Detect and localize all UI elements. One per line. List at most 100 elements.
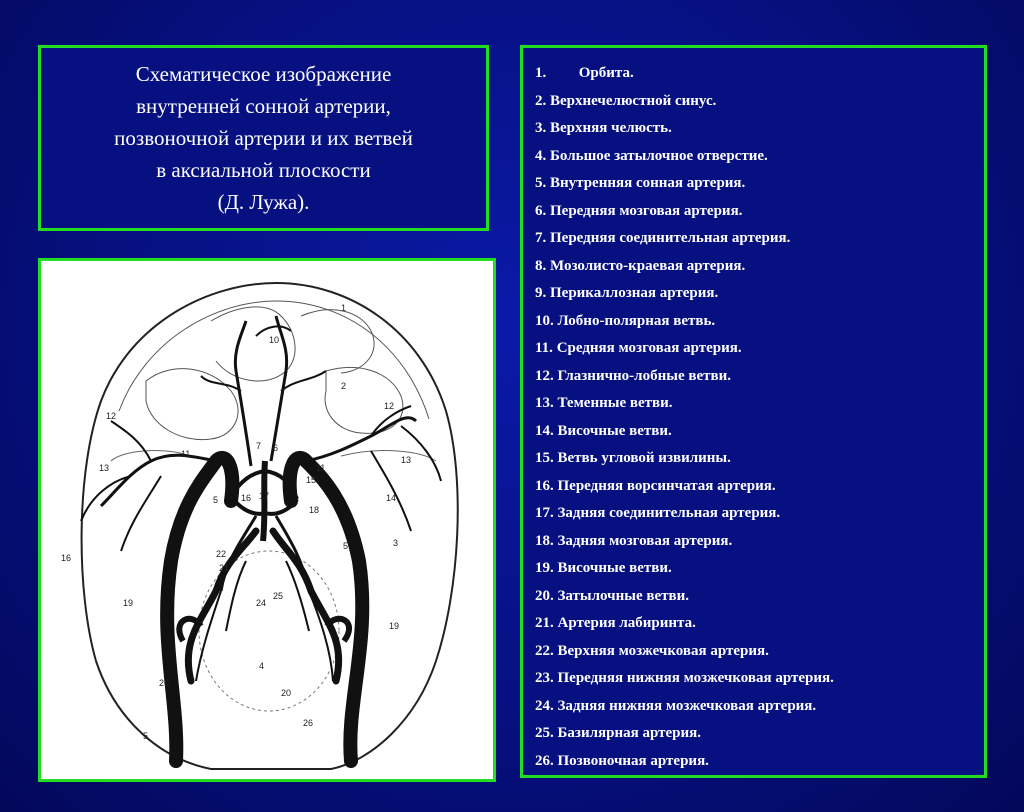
legend-number: 26. xyxy=(535,752,554,769)
cerebellar-arteries xyxy=(225,560,310,632)
legend-number: 15. xyxy=(535,450,554,466)
legend-label: Лобно-полярная ветвь. xyxy=(557,312,716,329)
diagram-label: 20 xyxy=(281,688,291,698)
legend-label: Задняя соединительная артерия. xyxy=(557,505,781,521)
legend-item: 13. Теменные ветви. xyxy=(535,390,984,418)
legend-number: 21. xyxy=(535,615,554,631)
diagram-label: 5 xyxy=(343,541,348,551)
diagram-label: 5 xyxy=(143,731,148,741)
legend-item: 20. Затылочные ветви. xyxy=(535,583,984,611)
legend-label: Мозолисто-краевая артерия. xyxy=(550,257,746,274)
legend-label: Височные ветви. xyxy=(557,560,672,576)
legend-label: Передняя мозговая артерия. xyxy=(550,202,743,219)
foramen-magnum xyxy=(198,550,340,712)
diagram-label: 12 xyxy=(384,401,394,411)
diagram-label: 22 xyxy=(216,549,226,559)
parietal-branches xyxy=(80,425,442,522)
legend-label: Теменные ветви. xyxy=(557,395,673,411)
title-line: внутренней сонной артерии, xyxy=(136,94,391,118)
internal-carotid-left xyxy=(160,451,240,768)
legend-label: Верхняя челюсть. xyxy=(550,120,672,136)
legend-item: 15. Ветвь угловой извилины. xyxy=(535,445,984,473)
artery-diagram: 1 10 2 12 11 7 6 11 12 13 13 5 15 16 17 … xyxy=(61,281,459,770)
diagram-label: 24 xyxy=(256,598,266,608)
posterior-cerebral-artery xyxy=(219,515,311,592)
legend-label: Верхняя мозжечковая артерия. xyxy=(557,642,769,659)
legend-label: Внутренняя сонная артерия. xyxy=(550,175,746,191)
legend-item: 6. Передняя мозговая артерия. xyxy=(535,198,984,226)
basilar-artery xyxy=(260,460,268,542)
legend-item: 9. Перикаллозная артерия. xyxy=(535,280,984,308)
legend-label: Затылочные ветви. xyxy=(557,587,689,604)
title-line: в аксиальной плоскости xyxy=(156,158,371,182)
skull-inner xyxy=(118,300,430,420)
legend-item: 1. Орбита. xyxy=(535,60,984,88)
circle-of-willis xyxy=(229,468,299,516)
legend-label: Базилярная артерия. xyxy=(557,725,702,741)
legend-number: 11. xyxy=(535,340,553,356)
anterior-cerebral-artery xyxy=(233,315,289,467)
diagram-label: 12 xyxy=(106,411,116,421)
title-line: Схематическое изображение xyxy=(135,62,392,86)
diagram-label: 13 xyxy=(401,455,411,465)
legend-label: Передняя ворсинчатая артерия. xyxy=(557,477,776,494)
legend-list: 1. Орбита. 2. Верхнечелюстной синус. 3. … xyxy=(535,60,984,775)
middle-cerebral-right xyxy=(305,416,418,463)
legend-number: 5. xyxy=(535,175,547,191)
legend-label: Средняя мозговая артерия. xyxy=(556,340,742,356)
callosomarginal-artery xyxy=(200,370,327,392)
title-line: (Д. Лужа). xyxy=(217,190,310,214)
legend-number: 23. xyxy=(535,670,554,686)
legend-item: 4. Большое затылочное отверстие. xyxy=(535,143,984,171)
legend-number: 6. xyxy=(535,202,547,219)
diagram-label: 2 xyxy=(341,381,346,391)
legend-item: 26. Позвоночная артерия. xyxy=(535,748,984,776)
legend-number: 19. xyxy=(535,560,554,576)
legend-item: 12. Глазнично-лобные ветви. xyxy=(535,363,984,391)
vertebral-artery-left xyxy=(184,527,260,685)
legend-label: Орбита. xyxy=(578,65,634,81)
legend-number: 24. xyxy=(535,697,554,714)
diagram-label: 14 xyxy=(386,493,396,503)
legend-item: 14. Височные ветви. xyxy=(535,418,984,446)
legend-number: 9. xyxy=(535,285,547,301)
internal-carotid-right xyxy=(282,451,370,768)
legend-item: 21. Артерия лабиринта. xyxy=(535,610,984,638)
sinus-outline xyxy=(145,368,239,441)
diagram-label: 26 xyxy=(303,718,313,728)
legend-label: Позвоночная артерия. xyxy=(557,752,709,769)
title-box: Схематическое изображение внутренней сон… xyxy=(38,45,489,231)
legend-number: 14. xyxy=(535,422,554,439)
legend-number: 12. xyxy=(535,367,554,384)
legend-label: Глазнично-лобные ветви. xyxy=(557,367,731,384)
diagram-label: 4 xyxy=(259,661,264,671)
orbitofrontal-branches xyxy=(110,405,412,462)
diagram-label: 13 xyxy=(99,463,109,473)
diagram-label: 18 xyxy=(309,505,319,515)
orbit-outline xyxy=(300,309,375,374)
legend-label: Задняя нижняя мозжечковая артерия. xyxy=(557,697,817,714)
legend-number: 25. xyxy=(535,725,554,741)
diagram-label: 11 xyxy=(181,449,190,459)
title-line: позвоночной артерии и их ветвей xyxy=(114,126,413,150)
legend-item: 18. Задняя мозговая артерия. xyxy=(535,528,984,556)
occipital-branches xyxy=(195,590,334,682)
legend-label: Височные ветви. xyxy=(557,422,672,439)
legend-item: 7. Передняя соединительная артерия. xyxy=(535,225,984,253)
diagram-label: 16 xyxy=(241,493,251,503)
legend-number: 20. xyxy=(535,587,554,604)
legend-number: 22. xyxy=(535,642,554,659)
legend-number: 13. xyxy=(535,395,554,411)
legend-number: 4. xyxy=(535,147,547,164)
legend-item: 23. Передняя нижняя мозжечковая артерия. xyxy=(535,665,984,693)
legend-label: Перикаллозная артерия. xyxy=(550,285,719,301)
legend-item: 24. Задняя нижняя мозжечковая артерия. xyxy=(535,693,984,721)
diagram-label: 7 xyxy=(256,441,261,451)
legend-box: 1. Орбита. 2. Верхнечелюстной синус. 3. … xyxy=(520,45,987,778)
legend-item: 5. Внутренняя сонная артерия. xyxy=(535,170,984,198)
legend-label: Задняя мозговая артерия. xyxy=(557,532,733,549)
legend-item: 3. Верхняя челюсть. xyxy=(535,115,984,143)
legend-item: 22. Верхняя мозжечковая артерия. xyxy=(535,638,984,666)
legend-label: Ветвь угловой извилины. xyxy=(557,450,731,466)
diagram-label: 1 xyxy=(341,303,346,313)
